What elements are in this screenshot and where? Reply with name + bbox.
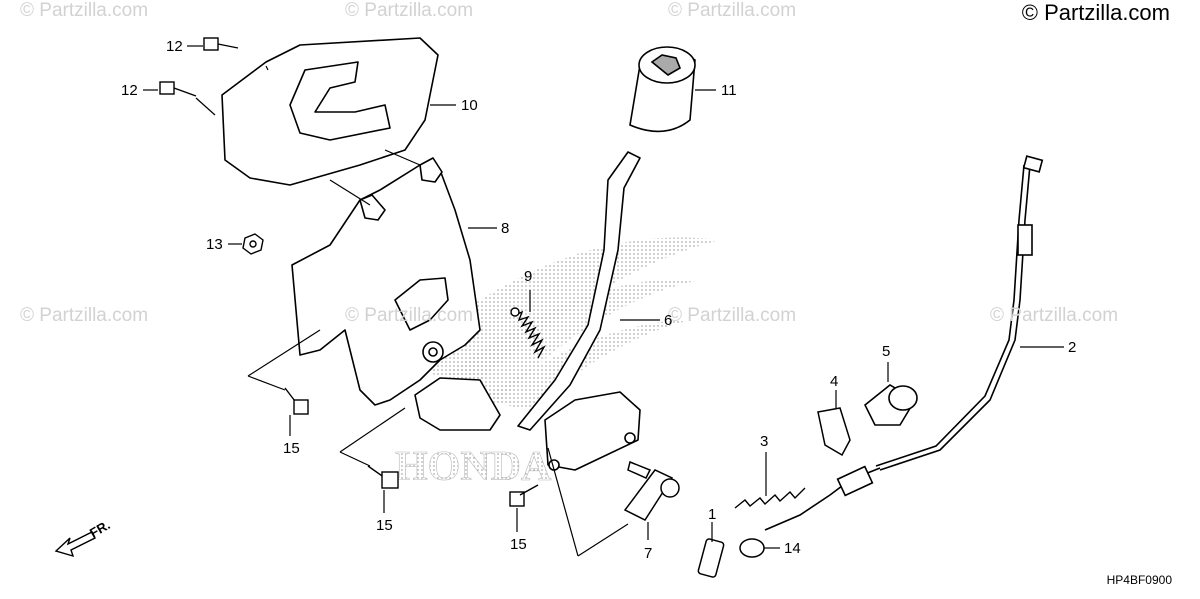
callout-number: 15	[283, 440, 300, 457]
part-1-bolt	[697, 538, 725, 578]
bolt-15-right	[509, 484, 539, 507]
part-11-knob	[629, 46, 696, 133]
callout-number: 8	[501, 220, 510, 237]
callout-number: 14	[784, 540, 801, 557]
watermark: © Partzilla.com	[20, 0, 149, 21]
watermark: © Partzilla.com	[345, 305, 474, 326]
callout-number: 12	[121, 82, 138, 99]
part-6-lever	[517, 151, 641, 471]
diagram-code: HP4BF0900	[1106, 573, 1172, 587]
callout-number: 5	[882, 343, 891, 360]
callout-number: 11	[721, 82, 737, 99]
watermark: © Partzilla.com	[668, 305, 797, 326]
copyright-notice: © Partzilla.com	[1021, 0, 1170, 25]
part-14-collar	[739, 538, 765, 558]
part-5-bushing	[863, 384, 918, 426]
honda-wing-watermark	[400, 237, 720, 410]
honda-brand-watermark: HONDA	[395, 444, 552, 490]
watermark: © Partzilla.com	[345, 0, 474, 21]
leader-lines	[143, 45, 1064, 557]
bolt-12-upper	[203, 37, 239, 51]
callout-number: 1	[708, 506, 717, 523]
part-3-spring	[734, 487, 806, 509]
bolt-15-middle	[367, 465, 399, 489]
callout-number: 3	[760, 433, 769, 450]
part-9-spring	[510, 307, 546, 359]
callout-number: 6	[664, 312, 673, 329]
callout-number: 15	[376, 517, 393, 534]
front-arrow-icon	[54, 531, 96, 558]
watermark: © Partzilla.com	[20, 305, 149, 326]
part-10-cover	[221, 37, 439, 186]
callout-number: 9	[524, 268, 533, 285]
watermark: © Partzilla.com	[668, 0, 797, 21]
bolt-12-lower	[159, 81, 197, 97]
callout-number: 2	[1068, 339, 1077, 356]
callout-number: 12	[166, 38, 183, 55]
watermark: © Partzilla.com	[990, 305, 1119, 326]
bolt-15-left	[284, 387, 309, 415]
part-8-bracket	[291, 157, 501, 431]
callout-number: 4	[830, 373, 839, 390]
nut-13	[242, 233, 264, 255]
part-7-joint	[623, 460, 680, 521]
callout-number: 7	[644, 545, 653, 562]
part-4-clip	[817, 407, 851, 457]
part-2-cable	[764, 155, 1044, 531]
callout-number: 10	[461, 97, 478, 114]
callout-number: 13	[206, 236, 223, 253]
callout-number: 15	[510, 536, 527, 553]
